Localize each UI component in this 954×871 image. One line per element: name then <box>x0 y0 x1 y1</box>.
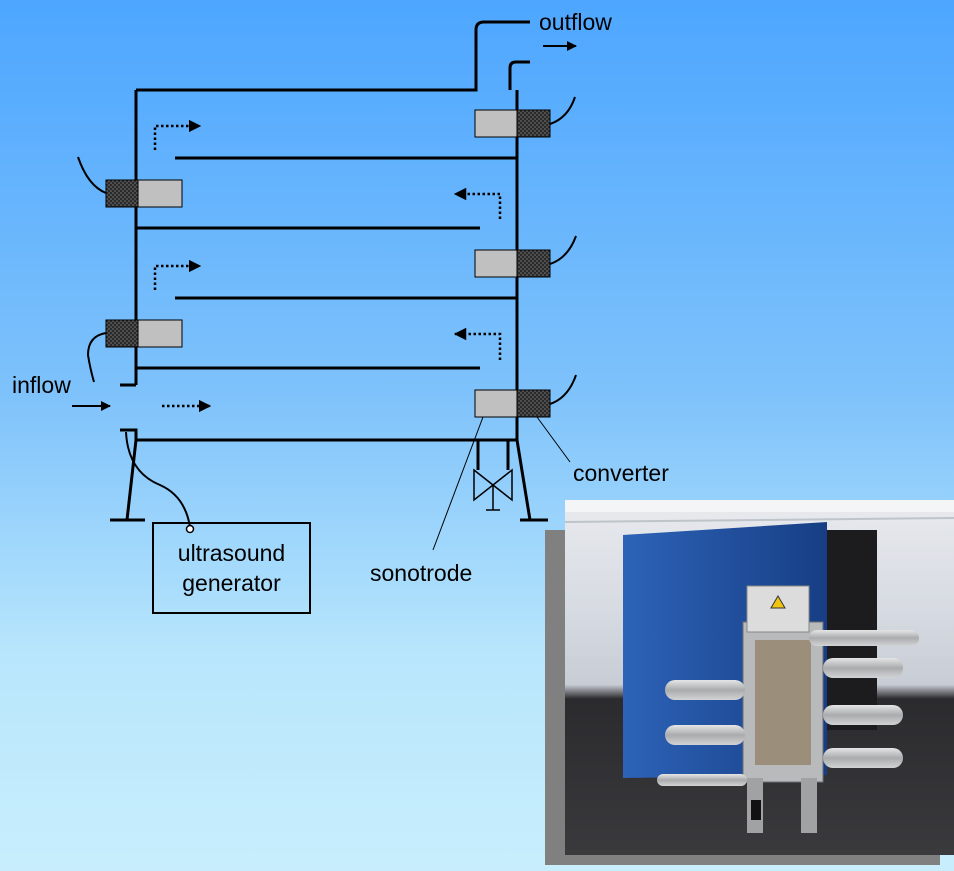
generator-terminal <box>185 524 195 534</box>
outflow-pipe <box>508 60 530 90</box>
ultrasound-generator-box: ultrasound generator <box>152 522 311 614</box>
right-leg <box>515 439 532 521</box>
flow-arrow-4 <box>453 327 502 360</box>
sonotrode-5 <box>474 389 518 418</box>
converter-leader <box>536 416 571 463</box>
converter-3 <box>516 249 551 278</box>
drain-valve <box>473 468 513 511</box>
sonotrode-3 <box>474 249 518 278</box>
left-leg <box>125 439 138 521</box>
generator-cable <box>125 431 191 528</box>
outflow-label: outflow <box>539 9 612 35</box>
sonotrode-label: sonotrode <box>370 560 473 586</box>
flow-arrow-2 <box>453 187 502 219</box>
sonotrode-1 <box>474 109 518 138</box>
cable-5 <box>549 374 577 405</box>
inflow-label: inflow <box>12 372 71 398</box>
sonotrode-2 <box>137 179 183 208</box>
vessel-top-wall <box>136 20 530 92</box>
converter-1 <box>516 109 551 138</box>
cable-1 <box>549 96 576 125</box>
converter-4 <box>105 319 139 348</box>
device-photo <box>565 500 954 855</box>
cable-3 <box>549 235 577 265</box>
converter-5 <box>516 389 551 418</box>
generator-label-line1: ultrasound <box>177 540 286 566</box>
flow-arrow-3 <box>153 259 202 290</box>
cable-4 <box>86 332 107 383</box>
converter-2 <box>105 179 139 208</box>
junction-box <box>746 585 810 633</box>
cable-2 <box>77 156 107 194</box>
sonotrode-4 <box>137 319 183 348</box>
sonotrode-leader <box>432 416 484 551</box>
generator-label-line2: generator <box>182 570 281 596</box>
inlet-bottom-stub <box>120 428 138 440</box>
flow-arrow-1 <box>153 119 202 150</box>
converter-label: converter <box>573 460 669 486</box>
sonotrode-tubes <box>657 630 919 786</box>
